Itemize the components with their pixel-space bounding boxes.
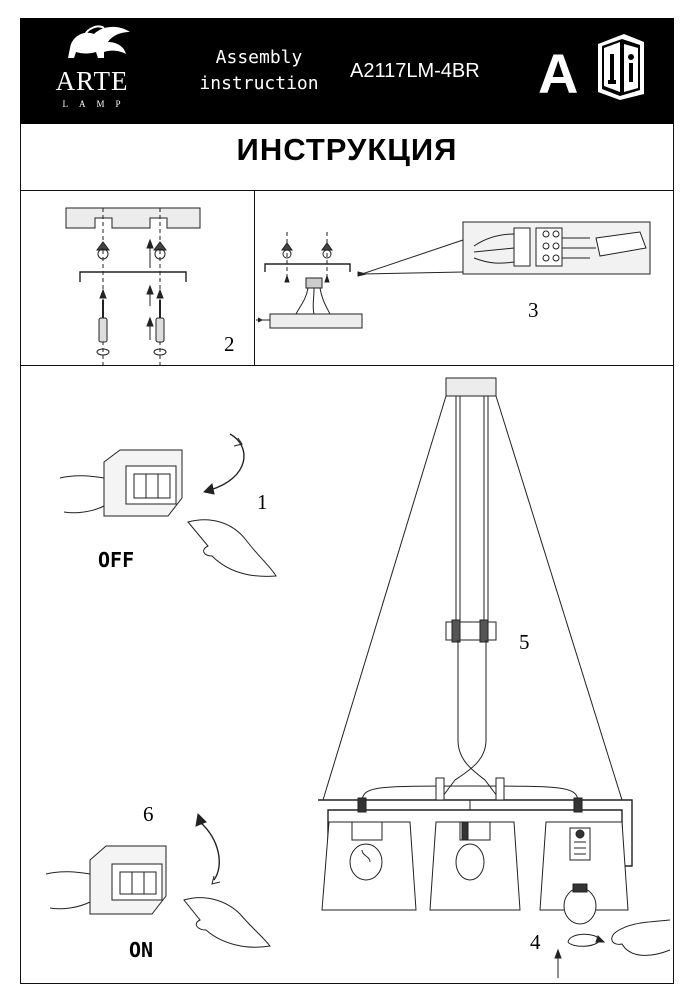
- document-type: Assembly instruction: [199, 47, 319, 94]
- griffin-logo-icon: [68, 25, 130, 58]
- step-number-3: 3: [528, 298, 539, 322]
- step-number-4: 4: [530, 930, 541, 954]
- step-number-1: 1: [257, 490, 268, 514]
- switch-on-label: ON: [129, 938, 154, 962]
- switch-off-label: OFF: [98, 548, 135, 572]
- model-number: A2117LM-4BR: [350, 60, 480, 82]
- step-number-5: 5: [519, 630, 530, 654]
- divider-top: [20, 190, 674, 191]
- brand-subtitle: LAMP: [62, 99, 132, 109]
- section-letter: A: [538, 42, 579, 105]
- divider-middle: [20, 365, 674, 366]
- manual-book-icon: [598, 34, 644, 100]
- brand-name: ARTE: [55, 66, 129, 96]
- header-bar: [20, 18, 674, 124]
- page-title: ИНСТРУКЦИЯ: [236, 132, 458, 167]
- step-number-2: 2: [224, 332, 235, 356]
- step-number-6: 6: [143, 802, 154, 826]
- divider-vertical: [254, 190, 255, 365]
